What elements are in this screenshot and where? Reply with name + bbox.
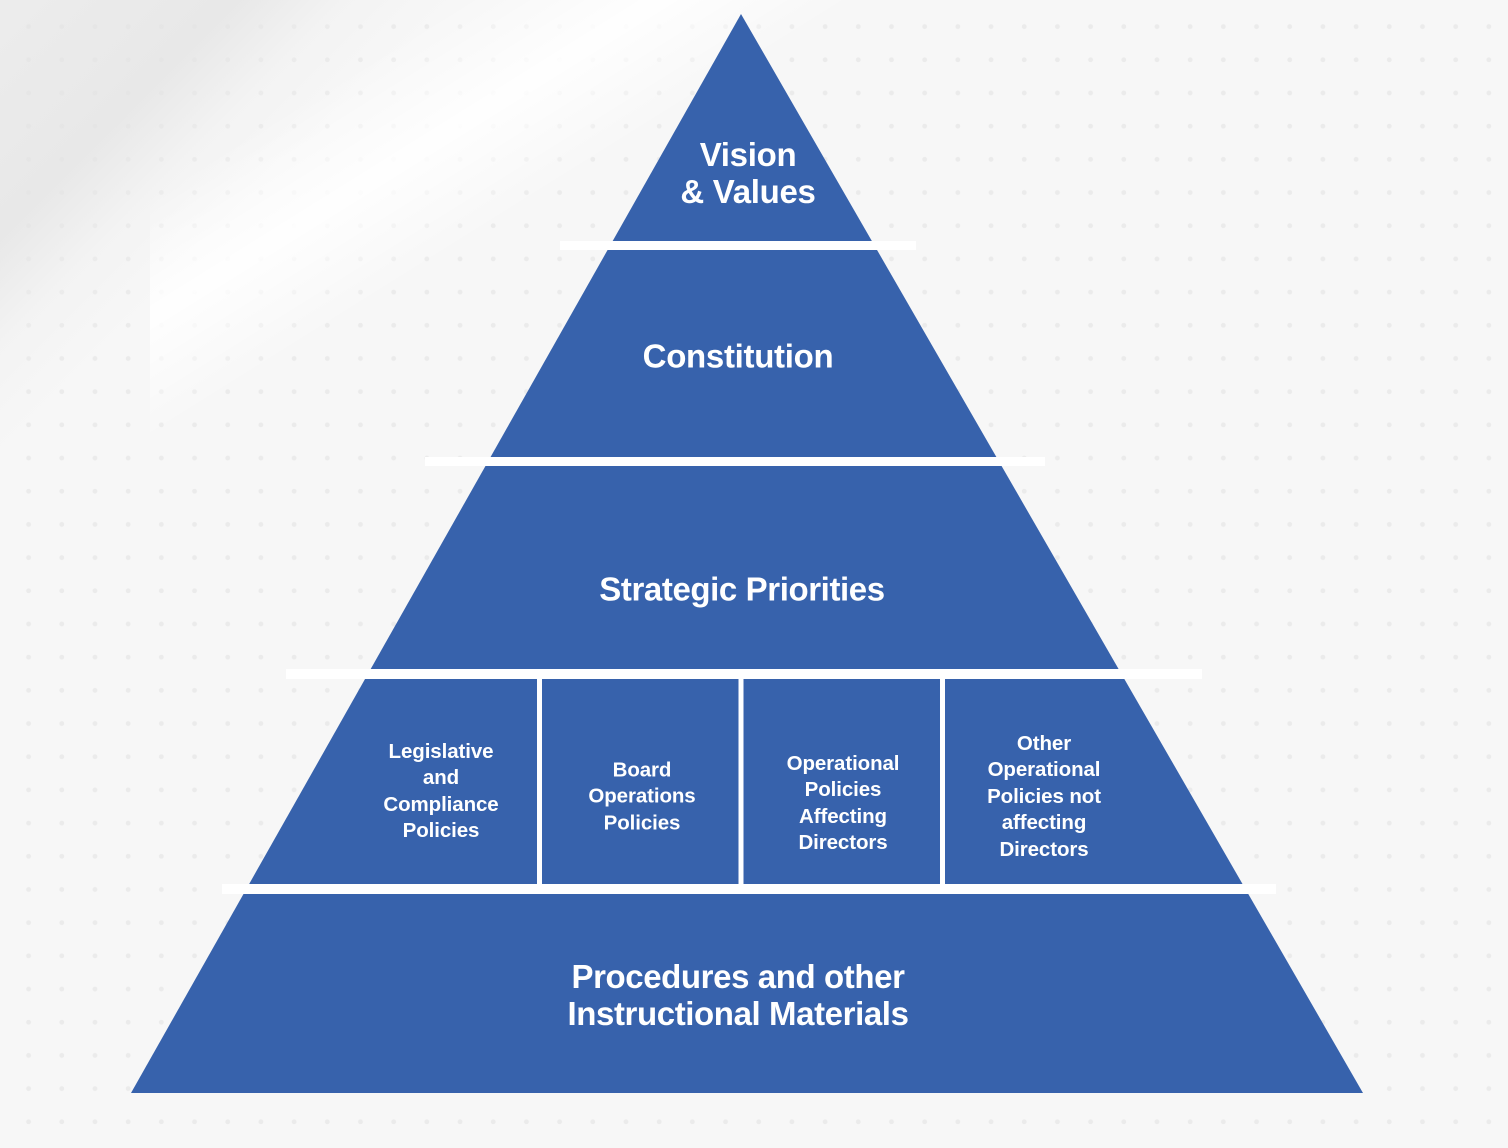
tier-divider-3 — [286, 669, 1202, 679]
column-separator-2 — [738, 674, 744, 889]
tier-divider-1 — [560, 241, 916, 250]
tier-divider-2 — [425, 457, 1045, 466]
pyramid-body — [131, 14, 1363, 1093]
tier-divider-4 — [222, 884, 1276, 894]
column-separator-3 — [940, 674, 945, 889]
column-separator-1 — [537, 674, 542, 889]
